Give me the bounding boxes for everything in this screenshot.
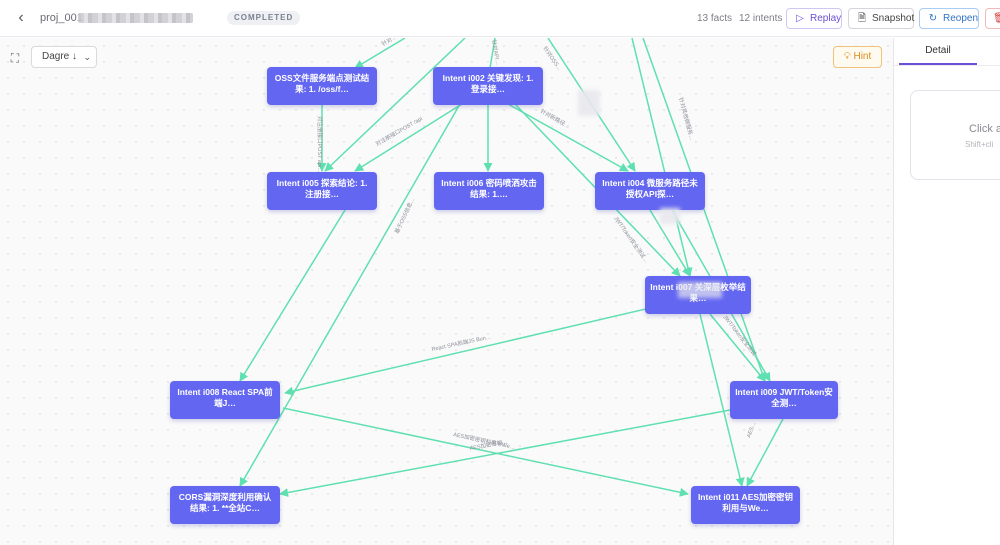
edge <box>649 209 691 277</box>
top-bar: ‹ proj_001 COMPLETED 13 facts 12 intents… <box>0 0 1000 37</box>
edge <box>284 307 651 396</box>
graph-node-i005[interactable]: Intent i005 探索结论: 1. 注册接… <box>267 172 377 210</box>
graph-node-oss[interactable]: OSS文件服务端点测试结果: 1. /oss/f… <box>267 67 377 105</box>
snapshot-button[interactable]: 🗎 Snapshot <box>848 8 914 29</box>
edge <box>282 407 689 497</box>
graph-edges: 针对… 对注册接口POST api… 针对API… 针对OSS… 对注册接口PO… <box>239 38 784 497</box>
edge <box>239 103 461 487</box>
edge-label: 针对其他微服务… <box>677 96 696 141</box>
fit-view-button[interactable]: ⛶ <box>6 49 24 67</box>
detail-panel: Detail Click a Shift+cli <box>893 38 1000 545</box>
edge-label: 针对… <box>380 38 398 48</box>
edge-label: JWT/Token安全测试… <box>721 313 761 361</box>
redacted-project-name <box>78 13 193 23</box>
refresh-icon: ↻ <box>928 13 938 24</box>
replay-button[interactable]: ▷ Replay <box>786 8 842 29</box>
layout-value: Dagre ↓ <box>42 51 78 62</box>
edge <box>507 103 629 172</box>
graph-node-cors[interactable]: CORS漏洞深度利用确认结果: 1. **全站C… <box>170 486 280 524</box>
chevron-left-icon: ‹ <box>18 9 24 26</box>
graph-node-i008[interactable]: Intent i008 React SPA前端J… <box>170 381 280 419</box>
graph-node-i011[interactable]: Intent i011 AES加密密钥利用与We… <box>691 486 800 524</box>
edge-label: 针对API… <box>490 39 502 65</box>
placeholder-title: Click a <box>969 123 1000 135</box>
graph-canvas[interactable]: 针对… 对注册接口POST api… 针对API… 针对OSS… 对注册接口PO… <box>0 38 893 545</box>
edge <box>642 38 767 382</box>
tab-detail[interactable]: Detail <box>899 38 977 65</box>
reopen-label: Reopen <box>943 13 979 24</box>
intents-count: 12 intents <box>739 13 783 24</box>
graph-node-i006[interactable]: Intent i006 密码喷洒攻击结果: 1.… <box>434 172 544 210</box>
snapshot-label: Snapshot <box>872 13 915 24</box>
detail-placeholder-card: Click a Shift+cli <box>910 90 1000 180</box>
graph-node-i009[interactable]: Intent i009 JWT/Token安全测… <box>730 381 838 419</box>
edge-label: React SPA前端JS Bun… <box>431 333 492 353</box>
edge <box>699 313 745 487</box>
back-button[interactable]: ‹ <box>12 9 30 27</box>
tab-divider <box>894 65 1000 66</box>
graph-node-i002[interactable]: Intent i002 关键发现: 1. 登录接… <box>433 67 543 105</box>
chevron-down-icon: ⌄ <box>83 52 91 62</box>
edge-label: 针对新路径… <box>539 107 572 130</box>
status-badge: COMPLETED <box>227 11 301 25</box>
reopen-button[interactable]: ↻ Reopen <box>919 8 979 29</box>
edge <box>631 38 693 277</box>
edge <box>354 38 406 69</box>
edge <box>709 313 766 382</box>
edge <box>746 418 784 487</box>
document-icon: 🗎 <box>857 13 867 24</box>
trash-icon: 🗑 <box>993 13 1000 24</box>
edge-label: 对注册接口POST api… <box>316 116 324 173</box>
hint-label: Hint <box>853 51 872 62</box>
hint-button[interactable]: 💡︎ Hint <box>833 46 882 68</box>
graph-node-i004[interactable]: Intent i004 微服务路径未授权API探… <box>595 172 705 210</box>
play-icon: ▷ <box>796 13 804 24</box>
fullscreen-icon: ⛶ <box>10 51 20 65</box>
edge <box>354 103 463 172</box>
edge <box>279 409 731 497</box>
lightbulb-icon: 💡︎ <box>843 51 851 62</box>
edge <box>324 38 466 172</box>
edge <box>239 209 346 382</box>
layout-select[interactable]: Dagre ↓ ⌄ <box>31 46 97 68</box>
edge-label: AES… <box>746 421 757 439</box>
placeholder-subtitle: Shift+cli <box>965 140 994 149</box>
facts-count: 13 facts <box>697 13 733 24</box>
replay-label: Replay <box>810 13 842 24</box>
delete-button[interactable]: 🗑 <box>985 8 1000 29</box>
project-id: proj_001 <box>40 12 83 24</box>
graph-node-i007[interactable]: Intent i007 关深层枚举结果… <box>645 276 751 314</box>
